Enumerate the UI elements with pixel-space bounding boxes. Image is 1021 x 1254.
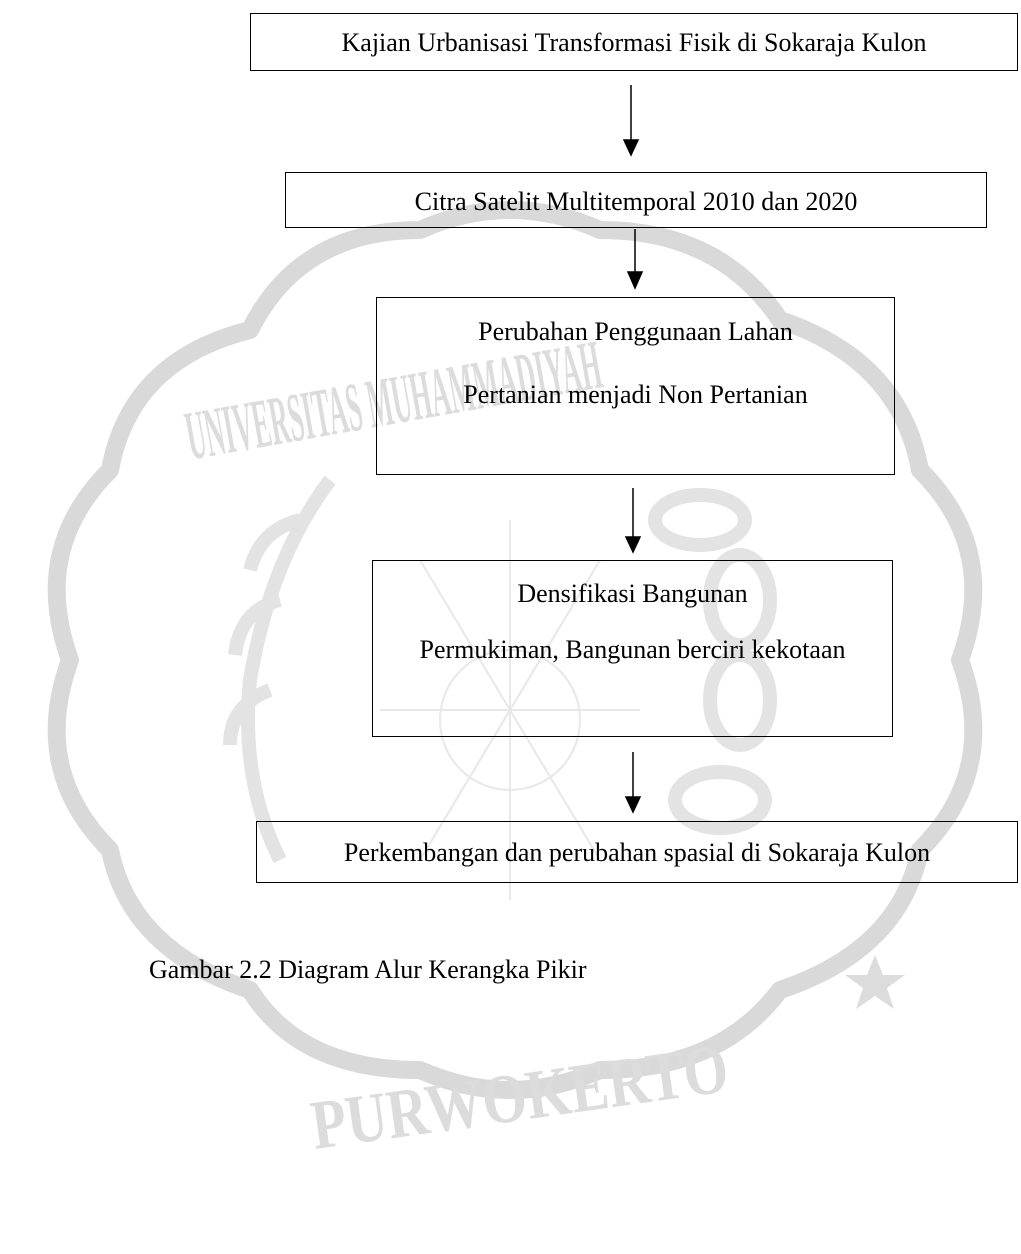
flow-step-1-text: Kajian Urbanisasi Transformasi Fisik di … — [341, 28, 927, 57]
flow-step-2-text: Citra Satelit Multitemporal 2010 dan 202… — [414, 187, 858, 216]
arrow-3-to-4 — [624, 488, 642, 554]
watermark-text-bottom: PURWOKERTO — [306, 1030, 733, 1165]
arrow-1-to-2 — [622, 85, 640, 157]
arrow-2-to-3 — [626, 229, 644, 290]
arrow-4-to-5 — [624, 752, 642, 814]
flow-step-5: Perkembangan dan perubahan spasial di So… — [256, 821, 1018, 883]
flow-step-5-text: Perkembangan dan perubahan spasial di So… — [343, 838, 931, 867]
flow-step-3: Perubahan Penggunaan Lahan Pertanian men… — [376, 297, 895, 475]
flow-step-1: Kajian Urbanisasi Transformasi Fisik di … — [250, 13, 1018, 71]
flow-step-3-detail: Pertanian menjadi Non Pertanian — [463, 380, 808, 410]
flow-step-4: Densifikasi Bangunan Permukiman, Banguna… — [372, 560, 893, 737]
flow-step-4-title: Densifikasi Bangunan — [517, 579, 748, 608]
flow-step-3-title: Perubahan Penggunaan Lahan — [478, 317, 793, 346]
figure-caption: Gambar 2.2 Diagram Alur Kerangka Pikir — [149, 955, 587, 984]
flow-step-4-detail: Permukiman, Bangunan berciri kekotaan — [419, 635, 846, 665]
flow-step-2: Citra Satelit Multitemporal 2010 dan 202… — [285, 172, 987, 228]
